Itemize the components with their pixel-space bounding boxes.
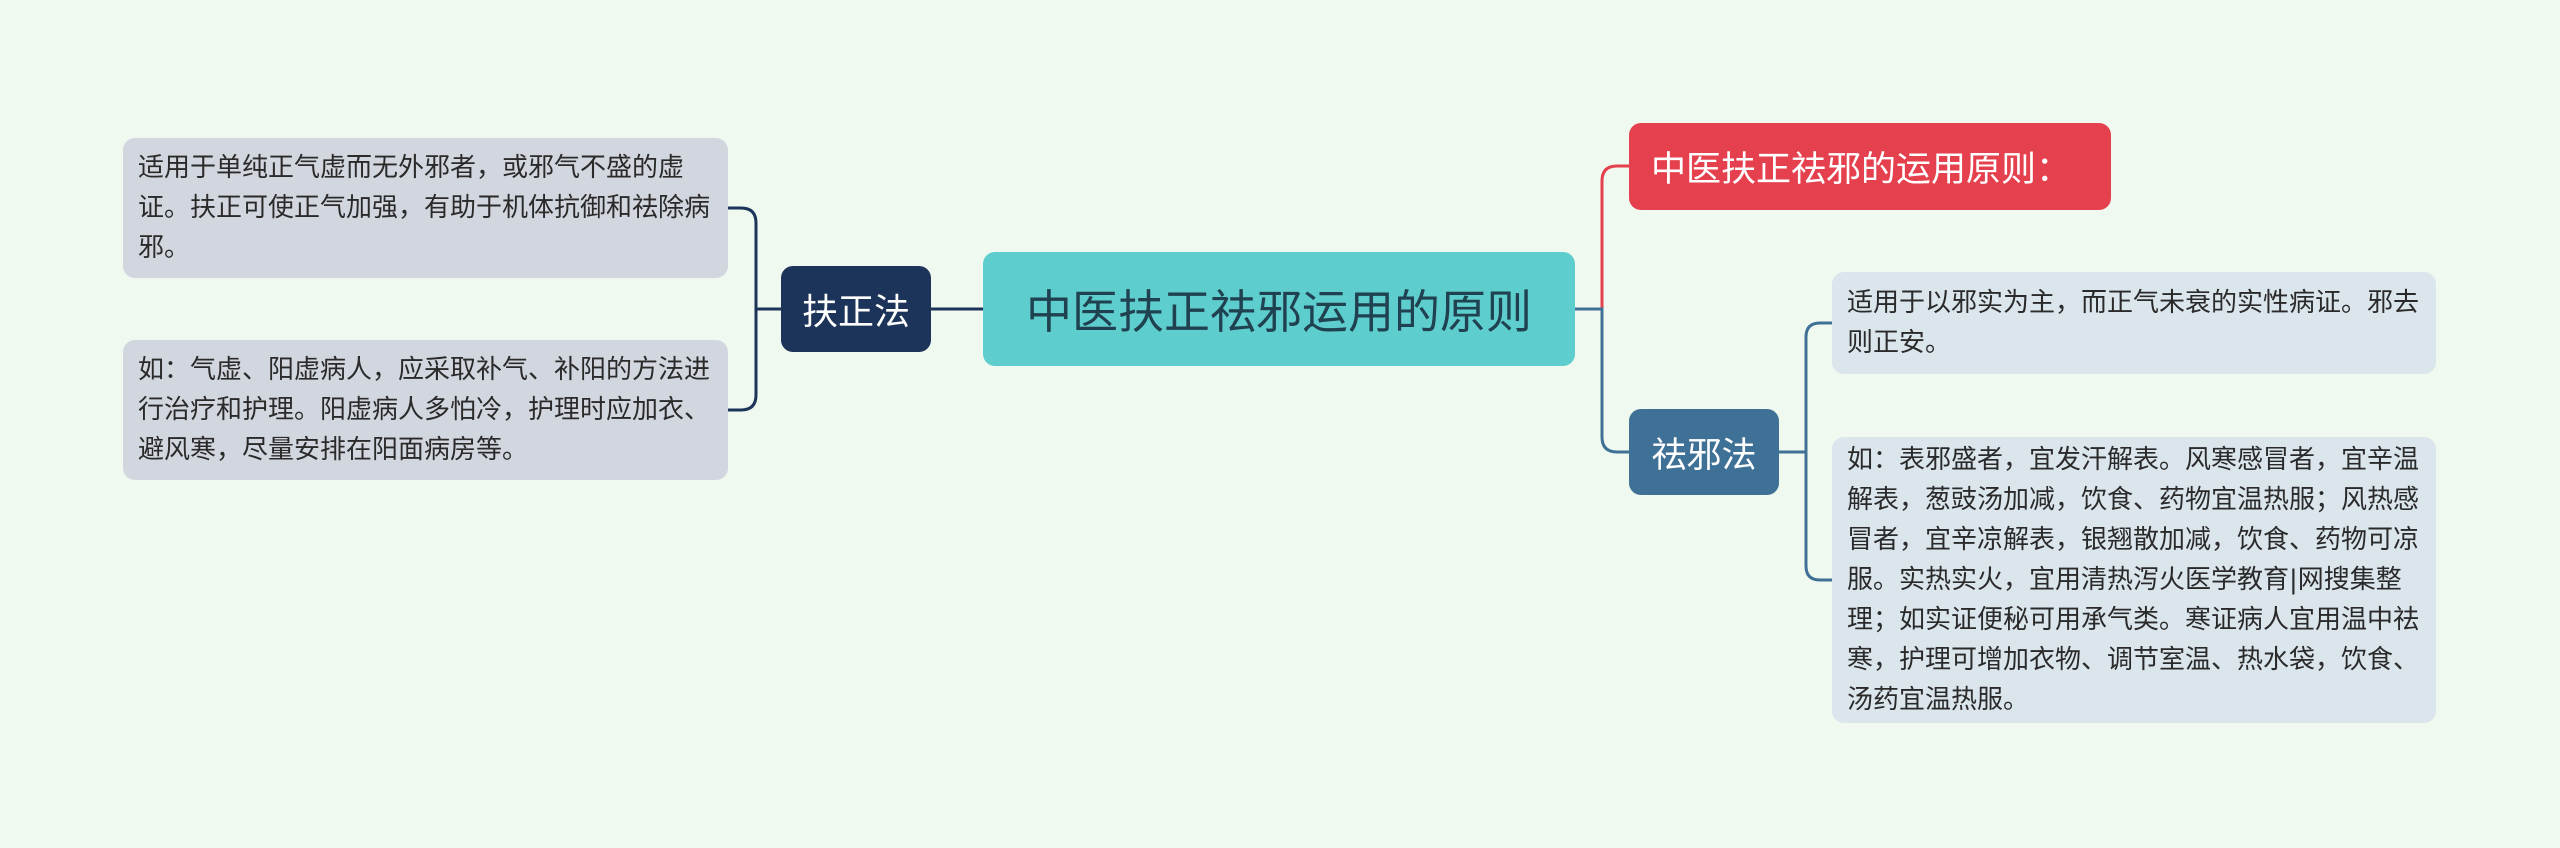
branch-title-node-label: 中医扶正祛邪的运用原则：: [1651, 150, 2072, 190]
leaf-fuzheng-1[interactable]: 适用于单纯正气虚而无外邪者，或邪气不盛的虚证。扶正可使正气加强，有助于机体抗御和…: [123, 138, 728, 278]
leaf-quxie-1-text: 适用于以邪实为主，而正气未衰的实性病证。邪去则正安。: [1847, 288, 2420, 358]
branch-quxie[interactable]: 祛邪法: [1629, 409, 1779, 495]
leaf-fuzheng-2[interactable]: 如：气虚、阳虚病人，应采取补气、补阳的方法进行治疗和护理。阳虚病人多怕冷，护理时…: [123, 340, 728, 480]
branch-title-node[interactable]: 中医扶正祛邪的运用原则：: [1629, 123, 2111, 210]
leaf-quxie-2-text: 如：表邪盛者，宜发汗解表。风寒感冒者，宜辛温解表，葱豉汤加减，饮食、药物宜温热服…: [1847, 445, 2420, 715]
link-quxie-leaves: [1779, 321, 1832, 582]
link-fuzheng-leaves: [728, 206, 781, 412]
root-topic-label: 中医扶正祛邪运用的原则: [1026, 285, 1532, 339]
leaf-fuzheng-2-text: 如：气虚、阳虚病人，应采取补气、补阳的方法进行治疗和护理。阳虚病人多怕冷，护理时…: [138, 355, 711, 465]
link-root-quxie: [1575, 307, 1629, 454]
leaf-quxie-1[interactable]: 适用于以邪实为主，而正气未衰的实性病证。邪去则正安。: [1832, 272, 2436, 374]
leaf-fuzheng-1-text: 适用于单纯正气虚而无外邪者，或邪气不盛的虚证。扶正可使正气加强，有助于机体抗御和…: [138, 153, 711, 263]
branch-quxie-label: 祛邪法: [1651, 435, 1757, 476]
root-topic[interactable]: 中医扶正祛邪运用的原则: [983, 252, 1575, 366]
branch-fuzheng-label: 扶正法: [801, 292, 910, 333]
link-root-title: [1575, 164, 1629, 311]
branch-fuzheng[interactable]: 扶正法: [781, 266, 931, 352]
leaf-quxie-2[interactable]: 如：表邪盛者，宜发汗解表。风寒感冒者，宜辛温解表，葱豉汤加减，饮食、药物宜温热服…: [1832, 437, 2436, 723]
